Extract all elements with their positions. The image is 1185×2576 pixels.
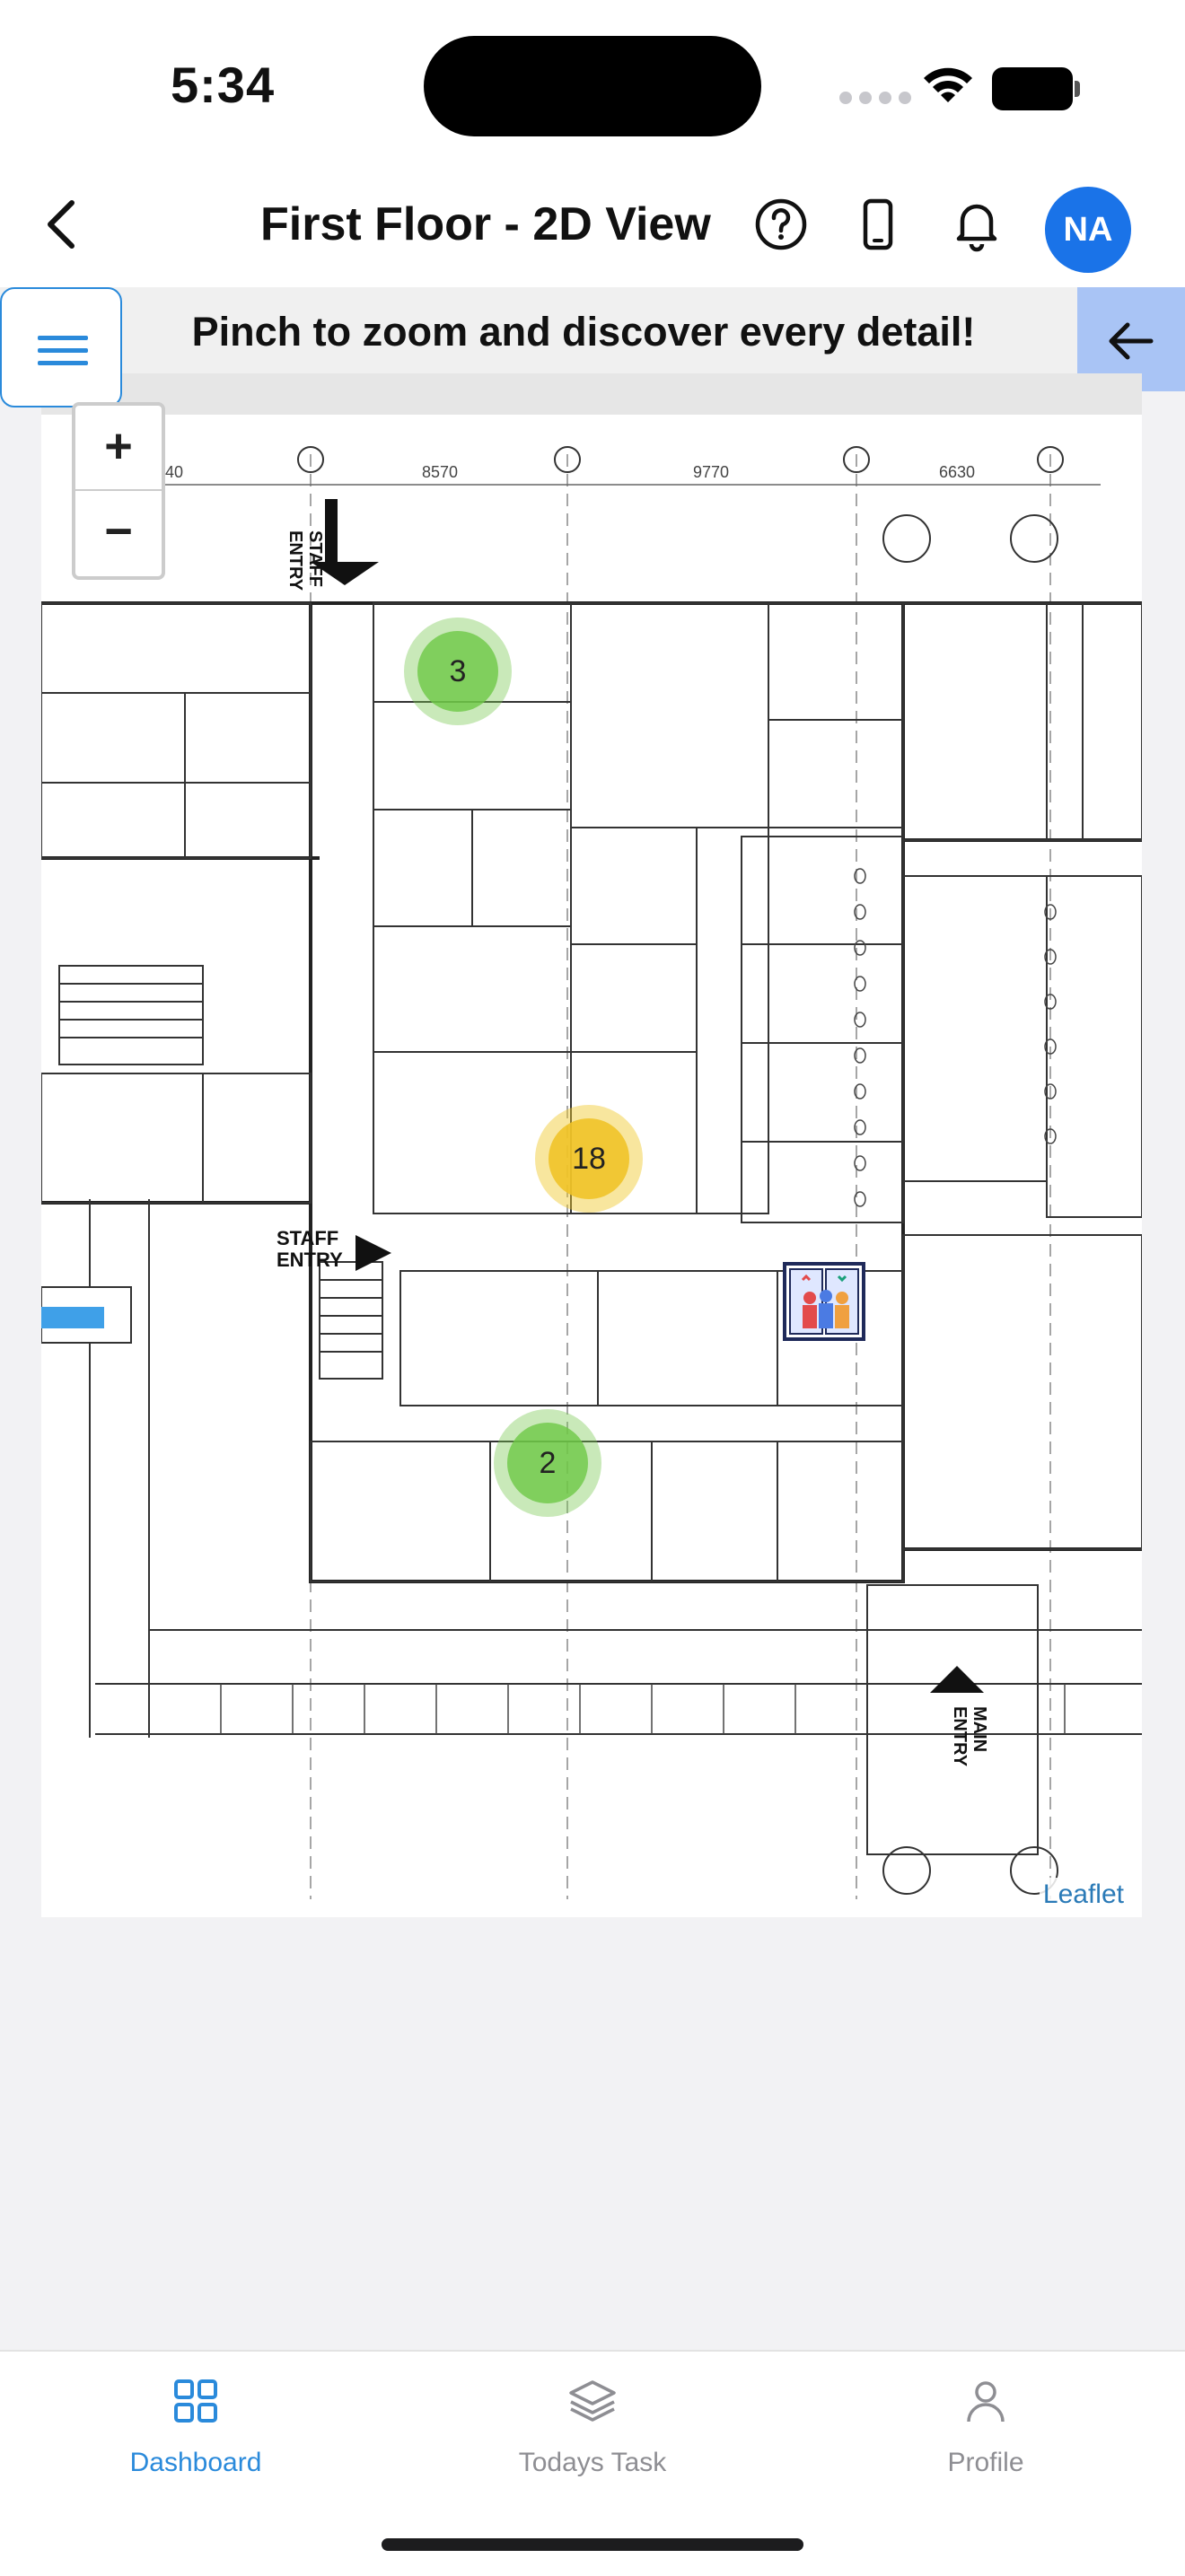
tab-todays-task[interactable]: Todays Task bbox=[458, 2379, 727, 2478]
tab-label: Todays Task bbox=[518, 2448, 667, 2477]
zoom-in-button[interactable]: + bbox=[75, 406, 162, 491]
back-chevron-icon[interactable] bbox=[36, 197, 90, 251]
help-icon[interactable] bbox=[750, 194, 812, 255]
tab-dashboard[interactable]: Dashboard bbox=[61, 2379, 330, 2478]
app-header: First Floor - 2D View NA bbox=[0, 162, 1185, 287]
grid-dimension-label: 8570 bbox=[422, 463, 459, 481]
cluster-marker[interactable]: 2 bbox=[494, 1409, 601, 1517]
cluster-count: 2 bbox=[507, 1423, 588, 1503]
dynamic-island bbox=[424, 36, 761, 136]
elevator-icon[interactable] bbox=[783, 1262, 865, 1341]
wifi-icon bbox=[924, 67, 972, 102]
cluster-count: 18 bbox=[549, 1118, 629, 1199]
arrow-left-icon bbox=[1109, 322, 1154, 360]
menu-button[interactable] bbox=[0, 287, 122, 407]
cluster-marker[interactable]: 3 bbox=[404, 618, 512, 725]
map-top-strip bbox=[41, 373, 1142, 415]
battery-icon bbox=[992, 67, 1080, 110]
staff-entry-label: STAFF ENTRY bbox=[285, 530, 325, 591]
signal-icon bbox=[839, 92, 918, 109]
status-time: 5:34 bbox=[171, 57, 276, 113]
user-icon bbox=[967, 2381, 1005, 2423]
zoom-control: + − bbox=[72, 402, 165, 580]
user-avatar[interactable]: NA bbox=[1045, 187, 1131, 273]
main-entry-label: MAIN ENTRY bbox=[950, 1706, 989, 1767]
cluster-count: 3 bbox=[417, 631, 498, 712]
grid-icon bbox=[174, 2379, 217, 2423]
floor-plan-map[interactable]: 040 8570 9770 6630 STAFF ENTRY STAFF ENT… bbox=[41, 373, 1142, 1917]
page-title: First Floor - 2D View bbox=[260, 198, 711, 250]
grid-dimension-label: 6630 bbox=[939, 463, 976, 481]
staff-entry-label: STAFF ENTRY bbox=[276, 1227, 343, 1271]
notification-bell-icon[interactable] bbox=[946, 194, 1007, 255]
home-indicator bbox=[382, 2538, 803, 2551]
floor-plan-drawing bbox=[41, 446, 1142, 1899]
status-bar: 5:34 bbox=[0, 0, 1185, 162]
tab-profile[interactable]: Profile bbox=[851, 2379, 1120, 2478]
tab-label: Profile bbox=[947, 2448, 1024, 2477]
mobile-device-icon[interactable] bbox=[847, 194, 908, 255]
banner-text: Pinch to zoom and discover every detail! bbox=[191, 309, 976, 355]
tab-label: Dashboard bbox=[129, 2448, 262, 2477]
layers-icon bbox=[569, 2380, 616, 2422]
info-banner: Pinch to zoom and discover every detail! bbox=[0, 287, 1185, 407]
grid-dimension-label: 9770 bbox=[693, 463, 730, 481]
cluster-marker[interactable]: 18 bbox=[535, 1105, 643, 1213]
bottom-tab-bar: Dashboard Todays Task Profile bbox=[0, 2350, 1185, 2576]
zoom-out-button[interactable]: − bbox=[104, 504, 133, 558]
leaflet-attribution-link[interactable]: Leaflet bbox=[1039, 1878, 1128, 1912]
